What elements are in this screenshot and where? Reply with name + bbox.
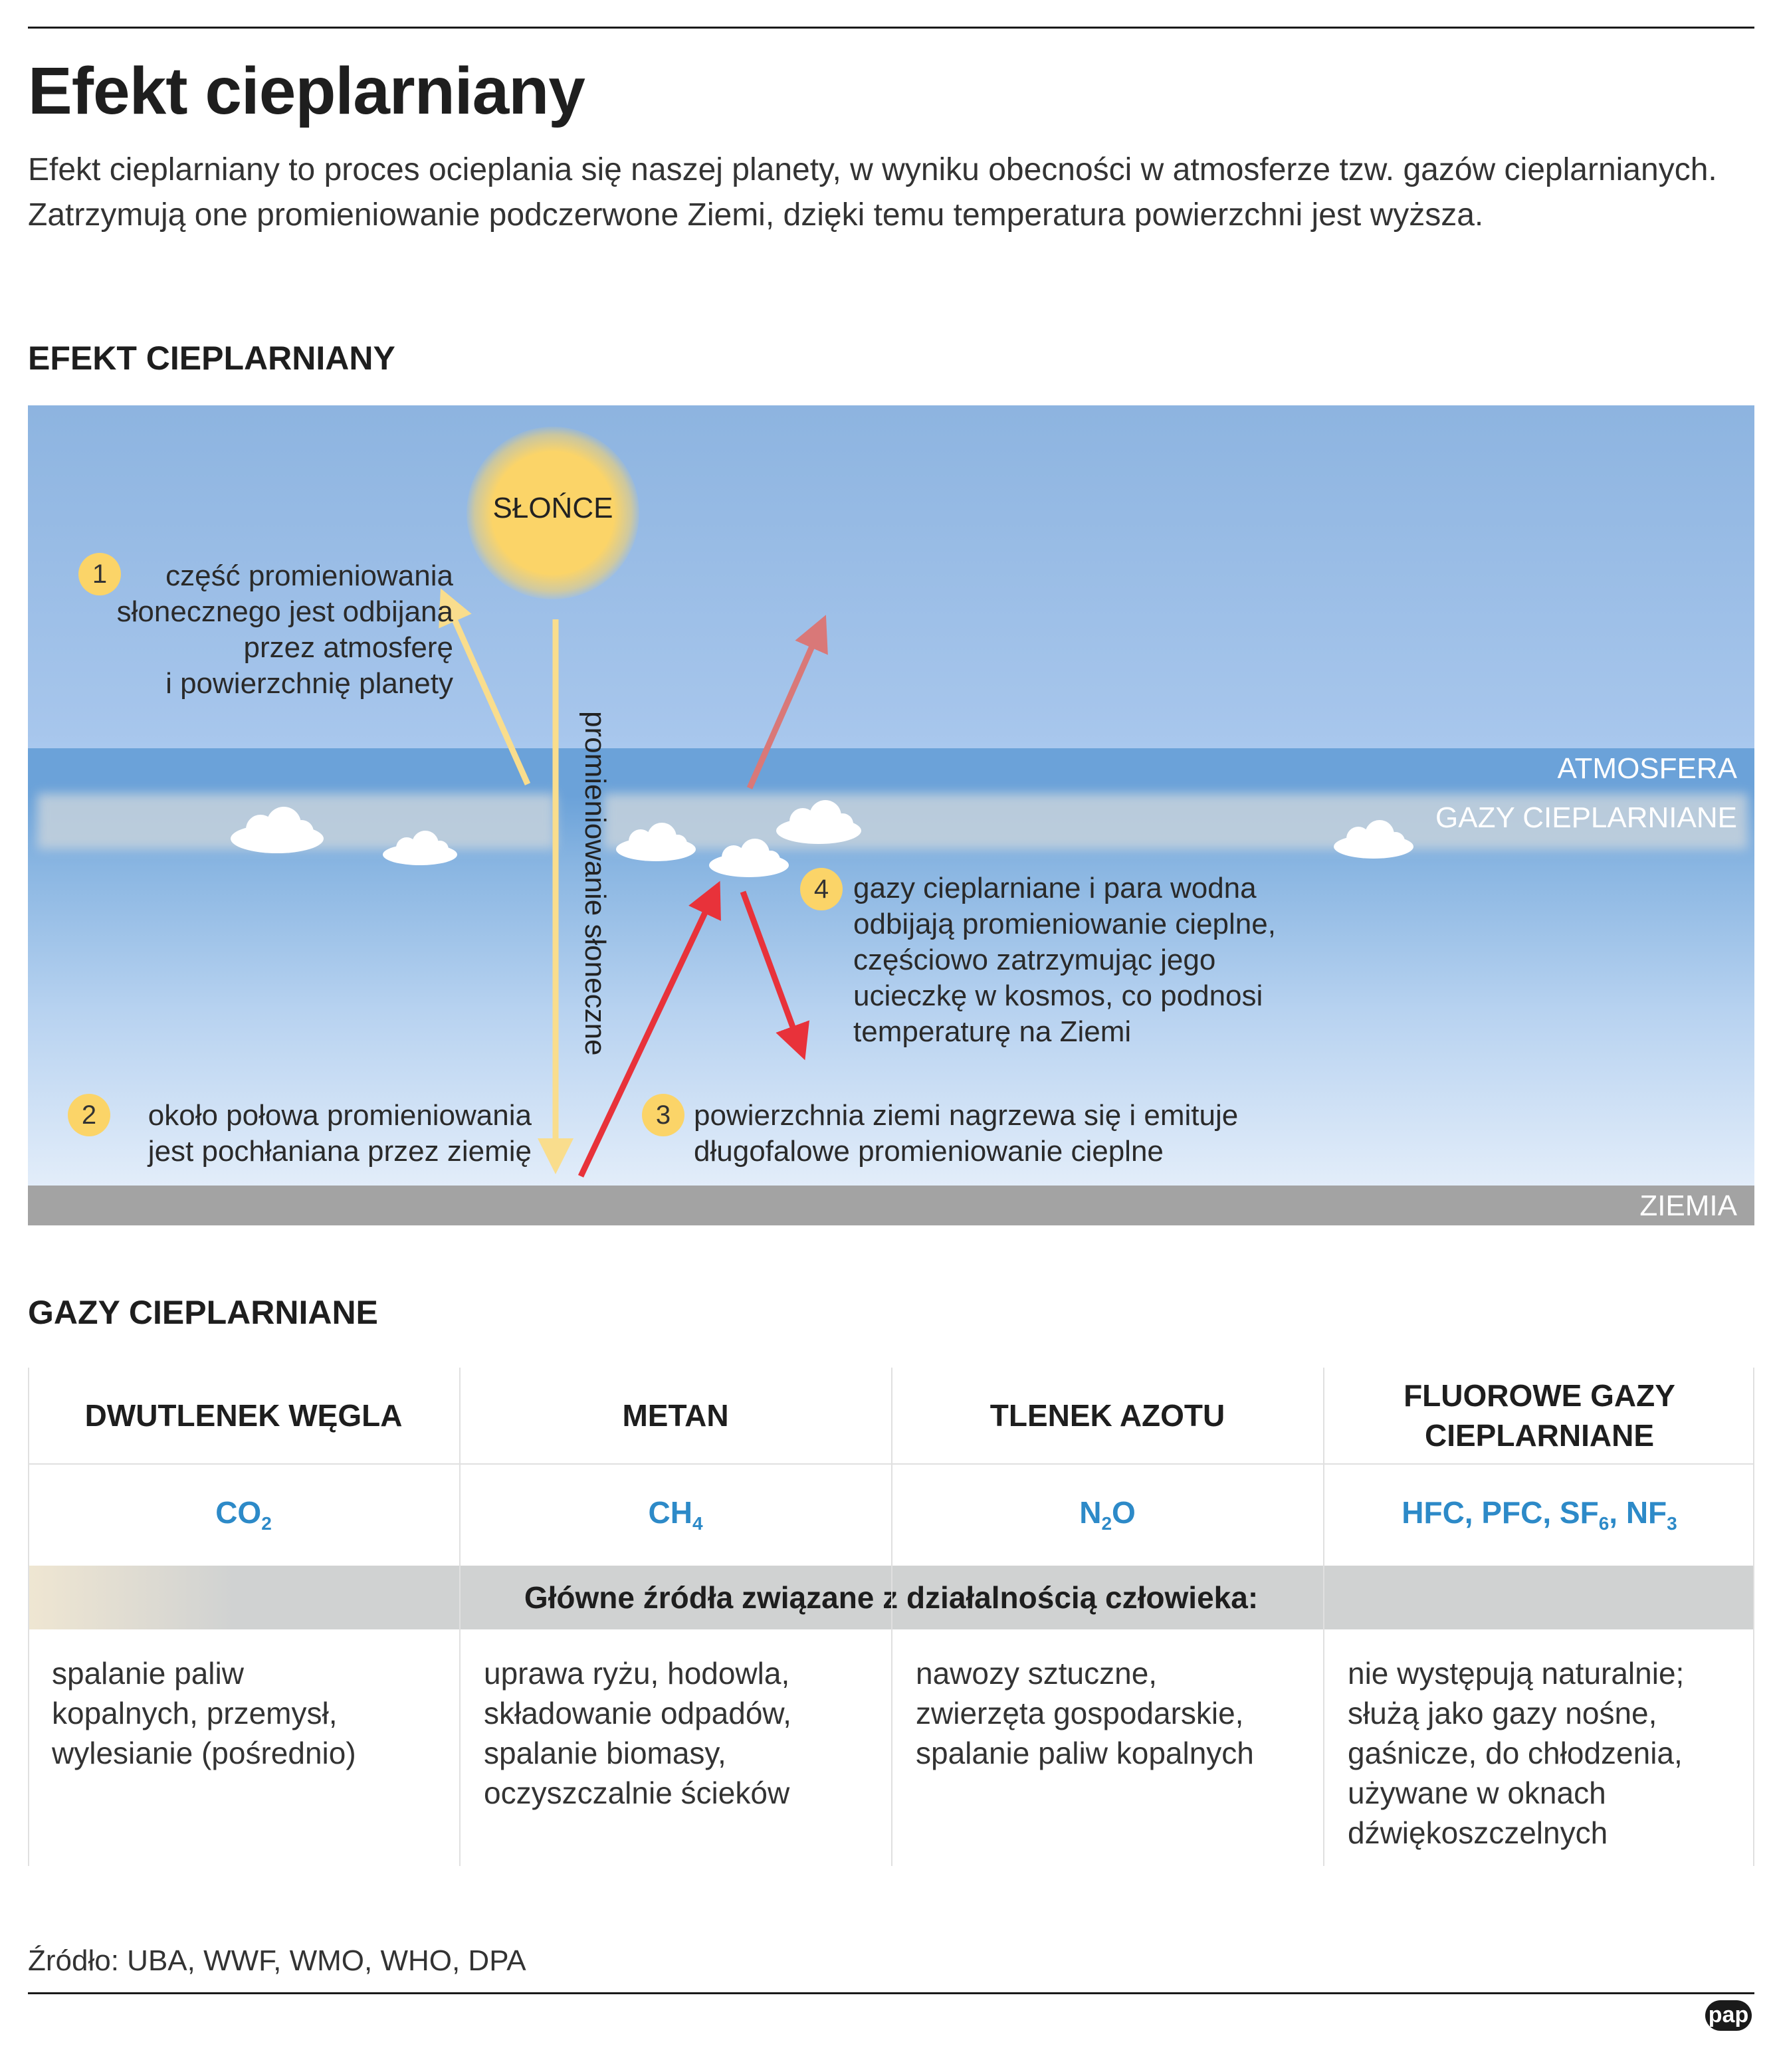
atmosphere-label: ATMOSFERA bbox=[1557, 752, 1737, 785]
column-divider bbox=[1323, 1368, 1324, 1866]
gas-formula: CO2 bbox=[28, 1465, 459, 1564]
formula-text: CH4 bbox=[648, 1495, 703, 1534]
column-divider bbox=[891, 1368, 892, 1866]
gases-table: Główne źródła związane z działalnością c… bbox=[28, 1368, 1754, 1866]
cloud-icon bbox=[383, 831, 457, 865]
heat-emission-arrow bbox=[577, 881, 721, 1178]
column-divider bbox=[28, 1368, 29, 1866]
heat-escape-arrow bbox=[746, 615, 828, 789]
column-divider bbox=[1753, 1368, 1754, 1866]
greenhouse-diagram: ATMOSFERA GAZY CIEPLARNIANE ZIEMIA SŁOŃC… bbox=[28, 405, 1754, 1225]
formula-text: HFC, PFC, SF6, NF3 bbox=[1402, 1495, 1677, 1534]
cloud-icon bbox=[1334, 820, 1413, 859]
gas-sources: uprawa ryżu, hodowla, składowanie odpadó… bbox=[484, 1656, 791, 1810]
diagram-heading: EFEKT CIEPLARNIANY bbox=[28, 340, 395, 377]
step-badge: 3 bbox=[642, 1094, 684, 1136]
heat-back-radiation-arrow bbox=[740, 890, 810, 1061]
gas-column-fluorinated: FLUOROWE GAZY CIEPLARNIANE HFC, PFC, SF6… bbox=[1324, 1368, 1755, 1866]
cloud-icon bbox=[709, 839, 789, 877]
gases-heading: GAZY CIEPLARNIANE bbox=[28, 1294, 378, 1331]
gas-name: METAN bbox=[622, 1398, 729, 1433]
step-badge: 4 bbox=[800, 868, 843, 910]
formula-text: CO2 bbox=[215, 1495, 272, 1534]
cloud-icon bbox=[776, 800, 861, 844]
sources-title: Główne źródła związane z działalnością c… bbox=[524, 1580, 1259, 1615]
gas-column-co2: DWUTLENEK WĘGLA CO2 spalanie paliw kopal… bbox=[28, 1368, 459, 1866]
gas-sources: nawozy sztuczne, zwierzęta gospodarskie,… bbox=[916, 1656, 1254, 1770]
pap-logo: pap bbox=[1705, 2000, 1752, 2031]
note-reflection: część promieniowania słonecznego jest od… bbox=[116, 560, 453, 700]
step-badge: 2 bbox=[68, 1094, 110, 1136]
gas-formula: CH4 bbox=[460, 1465, 891, 1564]
gas-formula: N2O bbox=[892, 1465, 1323, 1564]
gas-name: FLUOROWE GAZY CIEPLARNIANE bbox=[1404, 1378, 1675, 1453]
step-badge: 1 bbox=[78, 553, 121, 595]
bottom-rule bbox=[28, 1992, 1754, 1994]
note-greenhouse: gazy cieplarniane i para wodna odbijają … bbox=[853, 872, 1276, 1048]
reflected-radiation-arrow bbox=[439, 588, 531, 785]
column-divider bbox=[459, 1368, 461, 1866]
ground-label: ZIEMIA bbox=[1639, 1190, 1737, 1222]
page-title: Efekt cieplarniany bbox=[28, 54, 585, 128]
source-note: Źródło: UBA, WWF, WMO, WHO, DPA bbox=[28, 1944, 526, 1977]
gas-name: DWUTLENEK WĘGLA bbox=[84, 1398, 403, 1433]
solar-radiation-label: promieniowanie słoneczne bbox=[579, 711, 611, 1056]
gas-sources: nie występują naturalnie; służą jako gaz… bbox=[1348, 1656, 1685, 1850]
ground-layer bbox=[28, 1186, 1754, 1225]
sun-label: SŁOŃCE bbox=[492, 492, 613, 524]
top-rule bbox=[28, 27, 1754, 29]
cloud-icon bbox=[231, 807, 324, 853]
intro-text: Efekt cieplarniany to proces ocieplania … bbox=[28, 152, 1717, 233]
gas-column-methane: METAN CH4 uprawa ryżu, hodowla, składowa… bbox=[460, 1368, 891, 1866]
radiation-arrows bbox=[439, 588, 828, 1178]
gases-label: GAZY CIEPLARNIANE bbox=[1435, 801, 1737, 834]
gas-formula: HFC, PFC, SF6, NF3 bbox=[1324, 1465, 1755, 1564]
gas-name: TLENEK AZOTU bbox=[990, 1398, 1225, 1433]
gas-sources: spalanie paliw kopalnych, przemysł, wyle… bbox=[52, 1656, 356, 1770]
formula-text: N2O bbox=[1079, 1495, 1136, 1534]
sun-icon bbox=[467, 427, 639, 599]
note-emission: powierzchnia ziemi nagrzewa się i emituj… bbox=[694, 1099, 1239, 1168]
cloud-icon bbox=[616, 823, 696, 861]
note-absorption: około połowa promieniowania jest pochłan… bbox=[148, 1099, 532, 1168]
gas-column-nitrous-oxide: TLENEK AZOTU N2O nawozy sztuczne, zwierz… bbox=[892, 1368, 1323, 1866]
